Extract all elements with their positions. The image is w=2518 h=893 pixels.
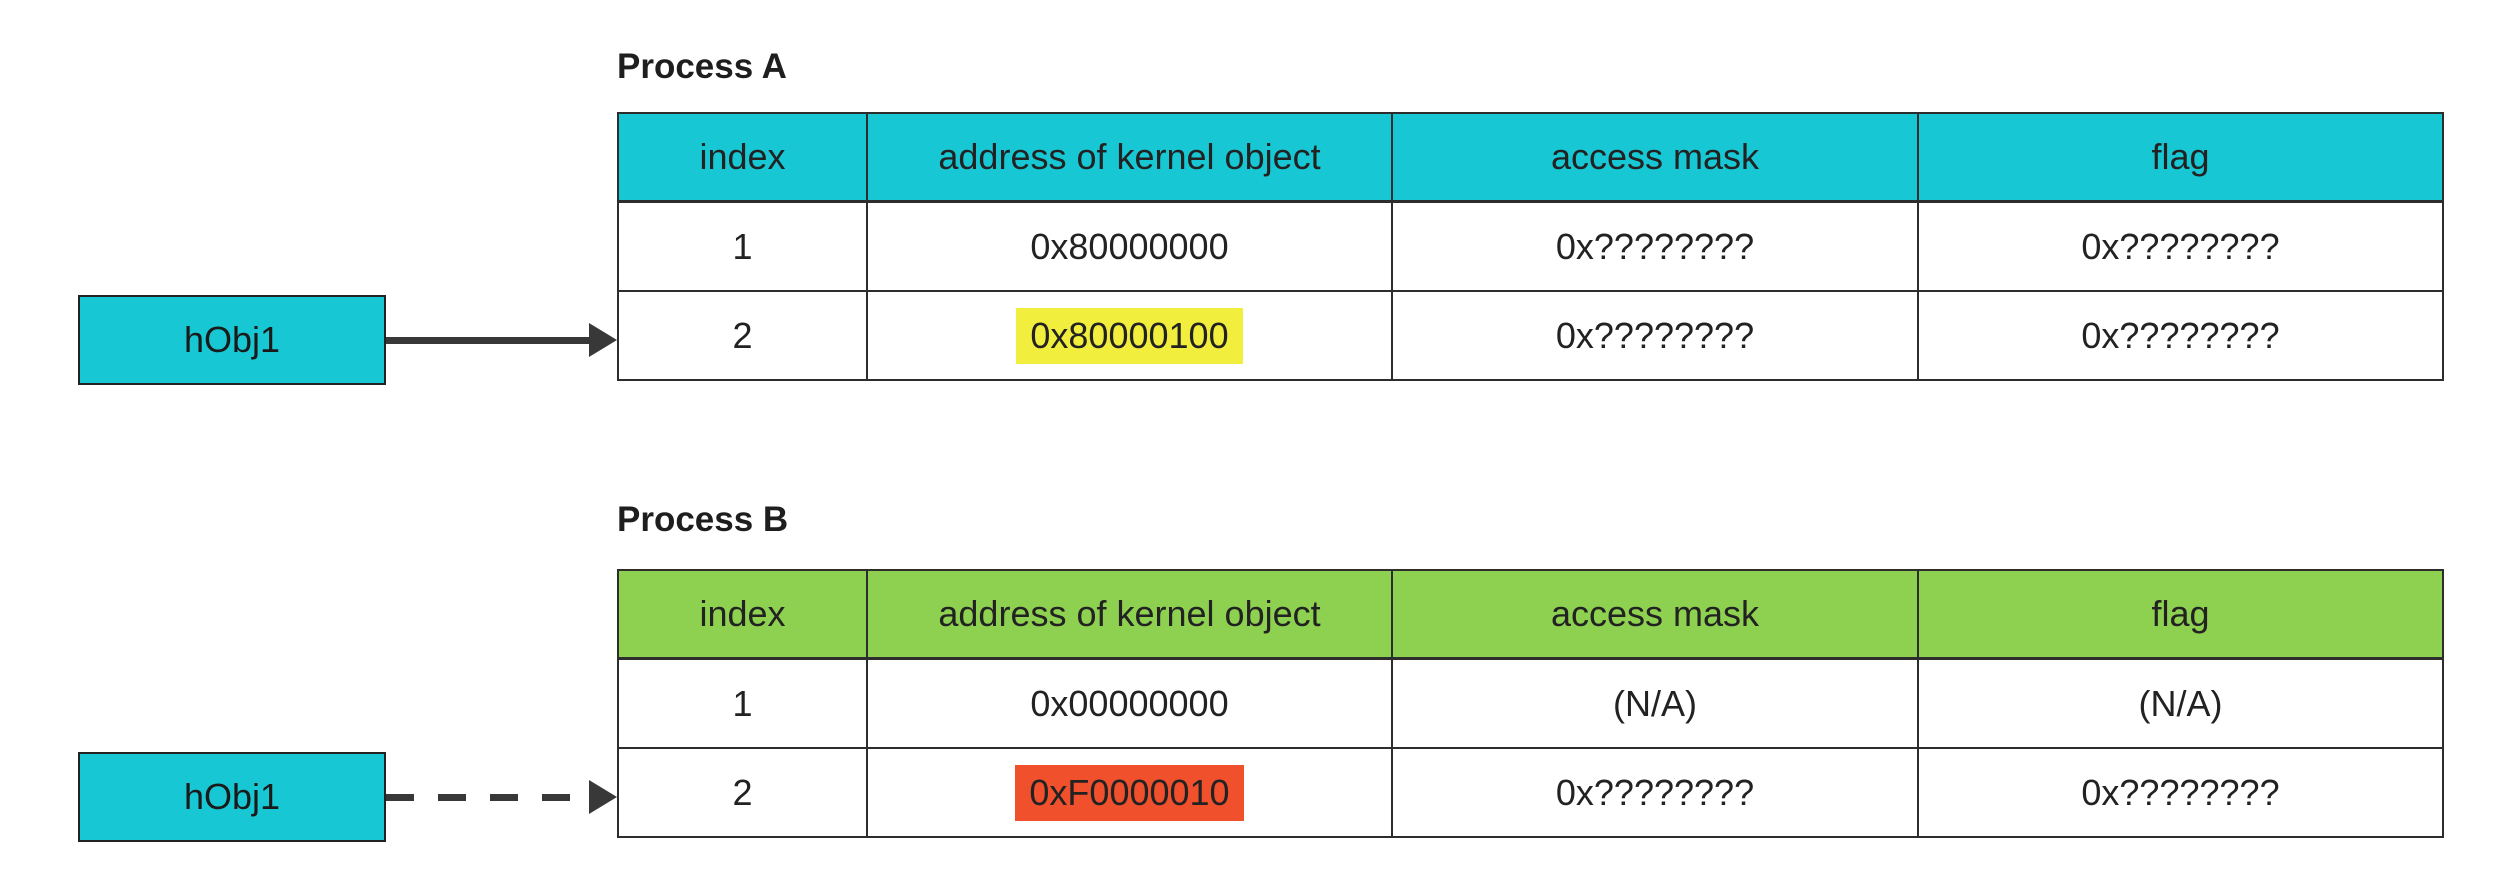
process-b-handle-table: index address of kernel object access ma… [617, 569, 2444, 838]
header-cell-index: index [617, 569, 868, 660]
solid-arrow-a [386, 323, 617, 357]
dashed-arrow-b [386, 780, 617, 814]
header-cell-flag: flag [1917, 569, 2444, 660]
cell-address: 0x00000000 [866, 657, 1393, 749]
cell-flag: 0x???????? [1917, 200, 2444, 292]
process-a-handle-table: index address of kernel object access ma… [617, 112, 2444, 381]
handle-box-hobj1-a: hObj1 [78, 295, 386, 385]
cell-address-highlighted: 0xF0000010 [866, 747, 1393, 838]
handle-box-hobj1-b: hObj1 [78, 752, 386, 842]
yellow-highlight: 0x80000100 [1016, 307, 1243, 364]
table-row: 1 0x00000000 (N/A) (N/A) [617, 657, 2444, 749]
cell-access-mask: 0x???????? [1391, 200, 1919, 292]
arrow-line [386, 793, 593, 801]
handle-label: hObj1 [183, 776, 281, 817]
cell-index: 2 [617, 747, 868, 838]
cell-access-mask: (N/A) [1391, 657, 1919, 749]
table-row: 2 0x80000100 0x???????? 0x???????? [617, 290, 2444, 381]
process-b-title: Process B [617, 500, 789, 539]
cell-flag: 0x???????? [1917, 290, 2444, 381]
header-cell-access-mask: access mask [1391, 112, 1919, 203]
arrow-line [386, 336, 593, 344]
header-cell-flag: flag [1917, 112, 2444, 203]
table-b-header-row: index address of kernel object access ma… [617, 569, 2444, 660]
header-cell-address: address of kernel object [866, 569, 1393, 660]
process-a-title: Process A [617, 47, 787, 86]
table-row: 2 0xF0000010 0x???????? 0x???????? [617, 747, 2444, 838]
handle-label: hObj1 [183, 319, 281, 360]
cell-address: 0x80000000 [866, 200, 1393, 292]
cell-access-mask: 0x???????? [1391, 290, 1919, 381]
red-highlight: 0xF0000010 [1015, 764, 1244, 821]
table-row: 1 0x80000000 0x???????? 0x???????? [617, 200, 2444, 292]
cell-index: 1 [617, 200, 868, 292]
arrowhead-icon [589, 780, 617, 814]
cell-address-highlighted: 0x80000100 [866, 290, 1393, 381]
header-cell-access-mask: access mask [1391, 569, 1919, 660]
cell-flag: (N/A) [1917, 657, 2444, 749]
cell-flag: 0x???????? [1917, 747, 2444, 838]
cell-access-mask: 0x???????? [1391, 747, 1919, 838]
cell-index: 2 [617, 290, 868, 381]
header-cell-index: index [617, 112, 868, 203]
table-a-header-row: index address of kernel object access ma… [617, 112, 2444, 203]
header-cell-address: address of kernel object [866, 112, 1393, 203]
cell-index: 1 [617, 657, 868, 749]
arrowhead-icon [589, 323, 617, 357]
